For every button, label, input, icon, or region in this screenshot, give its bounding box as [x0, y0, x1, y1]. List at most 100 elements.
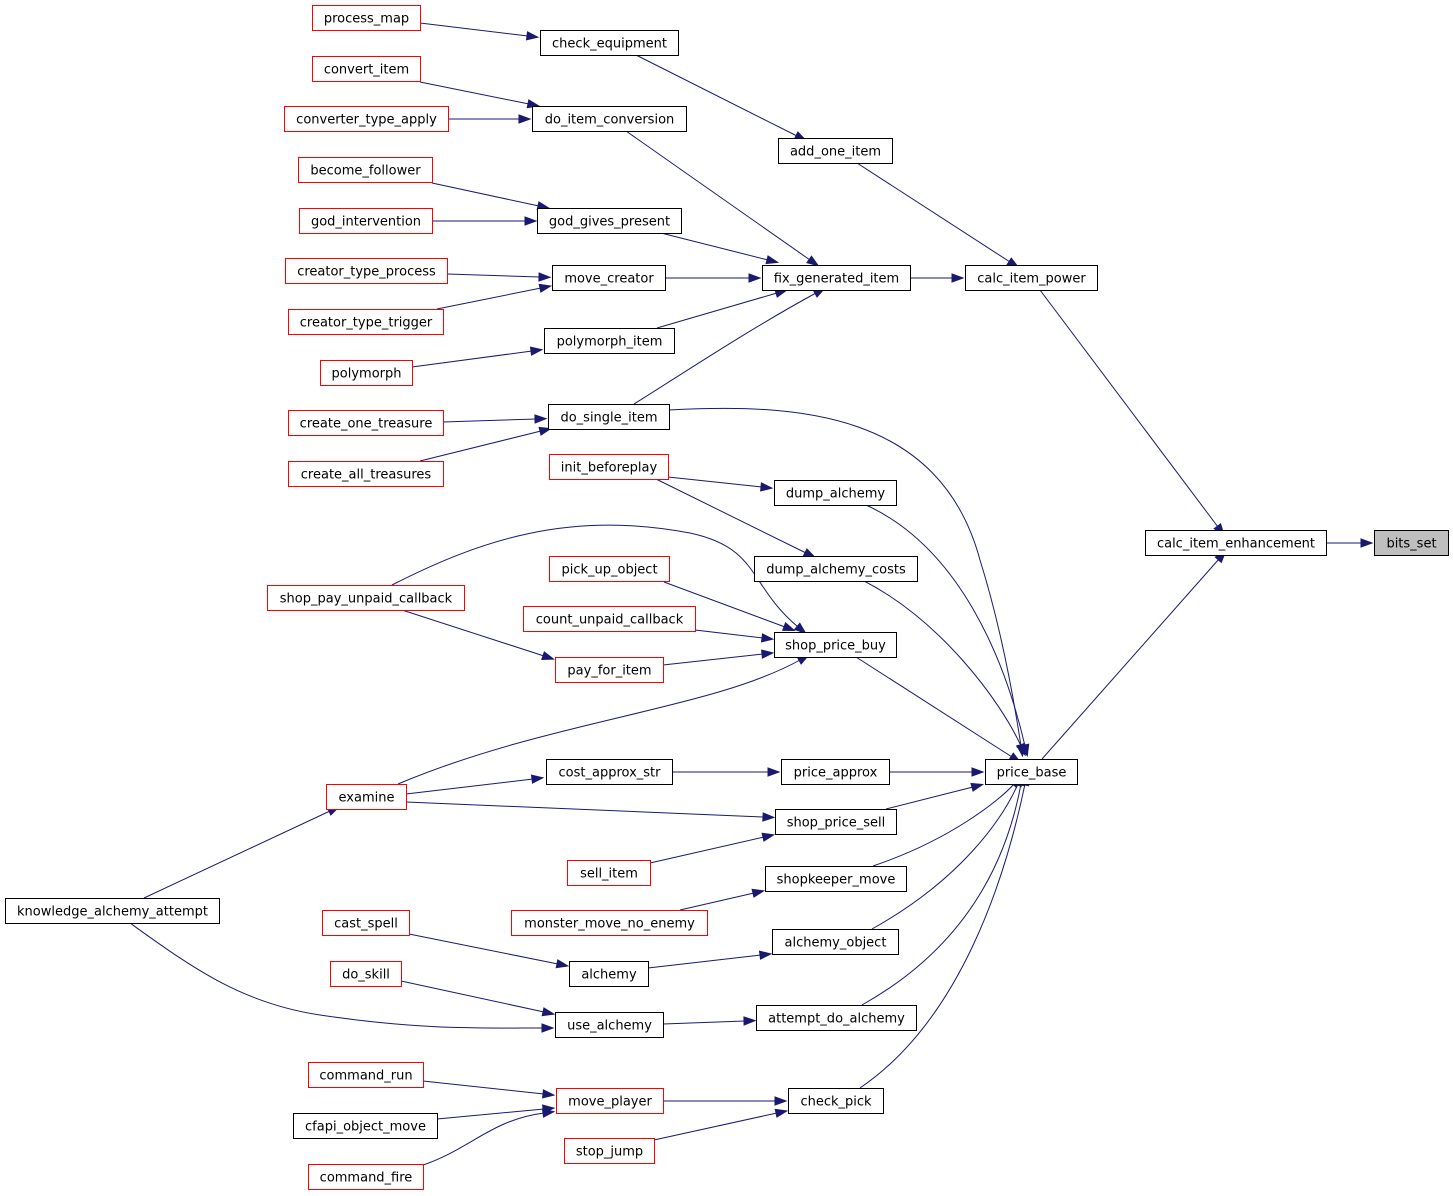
node-calc_item_enhancement[interactable]: calc_item_enhancement: [1145, 530, 1327, 556]
node-box: [288, 309, 444, 335]
node-shop_pay_unpaid_callback[interactable]: shop_pay_unpaid_callback: [267, 585, 465, 611]
edge-fix_generated_item-to-calc_item_power: [910, 273, 965, 283]
node-do_item_conversion[interactable]: do_item_conversion: [532, 106, 687, 132]
node-command_run[interactable]: command_run: [308, 1062, 424, 1088]
edge-line: [863, 580, 1022, 747]
node-examine[interactable]: examine: [326, 784, 407, 810]
node-box: [569, 961, 649, 987]
edge-line: [405, 801, 765, 818]
edge-line: [656, 292, 778, 329]
edge-process_map-to-check_equipment: [419, 22, 540, 41]
node-label: move_player: [568, 1095, 652, 1110]
node-alchemy[interactable]: alchemy: [569, 961, 649, 987]
edge-polymorph-to-polymorph_item: [411, 346, 544, 368]
edge-line: [446, 273, 541, 278]
edge-count_unpaid_callback-to-shop_price_buy: [694, 629, 775, 643]
edge-line: [431, 182, 540, 207]
node-move_player[interactable]: move_player: [556, 1088, 664, 1114]
node-check_equipment[interactable]: check_equipment: [540, 30, 679, 56]
node-label: calc_item_power: [977, 272, 1086, 287]
node-box: [781, 759, 890, 785]
node-box: [523, 606, 696, 632]
node-god_intervention[interactable]: god_intervention: [299, 208, 433, 234]
edge-line: [859, 783, 1026, 1089]
edge-line: [419, 22, 529, 37]
edge-line: [635, 54, 798, 137]
node-label: cost_approx_str: [559, 766, 662, 781]
node-cost_approx_str[interactable]: cost_approx_str: [546, 759, 673, 785]
node-polymorph_item[interactable]: polymorph_item: [544, 328, 675, 354]
node-cfapi_object_move[interactable]: cfapi_object_move: [293, 1113, 438, 1139]
node-label: stop_jump: [576, 1145, 643, 1160]
node-do_skill[interactable]: do_skill: [330, 961, 402, 987]
arrowhead: [806, 255, 820, 267]
arrowhead: [761, 832, 776, 842]
arrowhead: [1360, 538, 1374, 548]
node-box: [555, 657, 664, 683]
node-shop_price_sell[interactable]: shop_price_sell: [775, 809, 897, 835]
node-alchemy_object[interactable]: alchemy_object: [772, 929, 899, 955]
node-create_one_treasure[interactable]: create_one_treasure: [288, 410, 444, 436]
edge-line: [667, 476, 763, 488]
node-god_gives_present[interactable]: god_gives_present: [537, 208, 682, 234]
node-use_alchemy[interactable]: use_alchemy: [555, 1012, 664, 1038]
edge-line: [405, 778, 534, 795]
edge-line: [662, 653, 764, 666]
node-label: check_pick: [800, 1095, 872, 1110]
node-box: [775, 809, 897, 835]
node-stop_jump[interactable]: stop_jump: [564, 1138, 655, 1164]
edge-line: [668, 407, 1022, 747]
node-count_unpaid_callback[interactable]: count_unpaid_callback: [523, 606, 696, 632]
node-dump_alchemy[interactable]: dump_alchemy: [774, 480, 897, 506]
node-convert_item[interactable]: convert_item: [312, 56, 421, 82]
node-box: [511, 910, 708, 936]
node-shop_price_buy[interactable]: shop_price_buy: [774, 632, 897, 658]
node-become_follower[interactable]: become_follower: [298, 157, 433, 183]
node-check_pick[interactable]: check_pick: [788, 1088, 884, 1114]
node-command_fire[interactable]: command_fire: [308, 1164, 424, 1190]
edge-create_all_treasures-to-do_single_item: [419, 426, 553, 462]
node-label: pick_up_object: [561, 563, 657, 578]
node-do_single_item[interactable]: do_single_item: [548, 404, 670, 430]
arrowhead: [743, 1016, 757, 1026]
node-price_approx[interactable]: price_approx: [781, 759, 890, 785]
edge-line: [436, 1108, 545, 1120]
node-create_all_treasures[interactable]: create_all_treasures: [288, 461, 444, 487]
node-creator_type_process[interactable]: creator_type_process: [285, 258, 448, 284]
node-pick_up_object[interactable]: pick_up_object: [549, 556, 670, 582]
node-price_base[interactable]: price_base: [985, 759, 1078, 785]
node-add_one_item[interactable]: add_one_item: [778, 138, 893, 164]
node-box: [544, 328, 675, 354]
node-box: [765, 866, 907, 892]
node-knowledge_alchemy_attempt[interactable]: knowledge_alchemy_attempt: [5, 898, 220, 924]
edge-command_fire-to-move_player: [419, 1108, 556, 1167]
edge-line: [655, 478, 807, 554]
node-attempt_do_alchemy[interactable]: attempt_do_alchemy: [756, 1005, 917, 1031]
node-process_map[interactable]: process_map: [312, 5, 421, 31]
node-move_creator[interactable]: move_creator: [552, 265, 666, 291]
node-label: count_unpaid_callback: [536, 613, 684, 628]
node-dump_alchemy_costs[interactable]: dump_alchemy_costs: [754, 556, 918, 582]
edge-do_single_item-to-price_base: [668, 407, 1026, 758]
node-label: command_run: [319, 1069, 412, 1084]
edge-converter_type_apply-to-do_item_conversion: [448, 114, 532, 124]
node-converter_type_apply[interactable]: converter_type_apply: [284, 106, 449, 132]
node-init_beforeplay[interactable]: init_beforeplay: [549, 454, 669, 480]
node-label: create_all_treasures: [301, 468, 432, 483]
node-calc_item_power[interactable]: calc_item_power: [965, 265, 1098, 291]
node-monster_move_no_enemy[interactable]: monster_move_no_enemy: [511, 910, 708, 936]
node-shopkeeper_move[interactable]: shopkeeper_move: [765, 866, 907, 892]
node-label: create_one_treasure: [300, 417, 433, 432]
node-label: check_equipment: [552, 37, 667, 52]
node-cast_spell[interactable]: cast_spell: [322, 910, 410, 936]
node-creator_type_trigger[interactable]: creator_type_trigger: [288, 309, 444, 335]
node-sell_item[interactable]: sell_item: [567, 860, 651, 886]
node-fix_generated_item[interactable]: fix_generated_item: [762, 265, 911, 291]
edge-line: [391, 524, 799, 628]
node-polymorph[interactable]: polymorph: [320, 360, 413, 386]
edge-polymorph_item-to-fix_generated_item: [656, 288, 788, 329]
edge-shop_price_buy-to-price_base: [855, 656, 1022, 764]
edge-line: [411, 350, 533, 368]
node-pay_for_item[interactable]: pay_for_item: [555, 657, 664, 683]
node-label: pay_for_item: [567, 664, 651, 679]
